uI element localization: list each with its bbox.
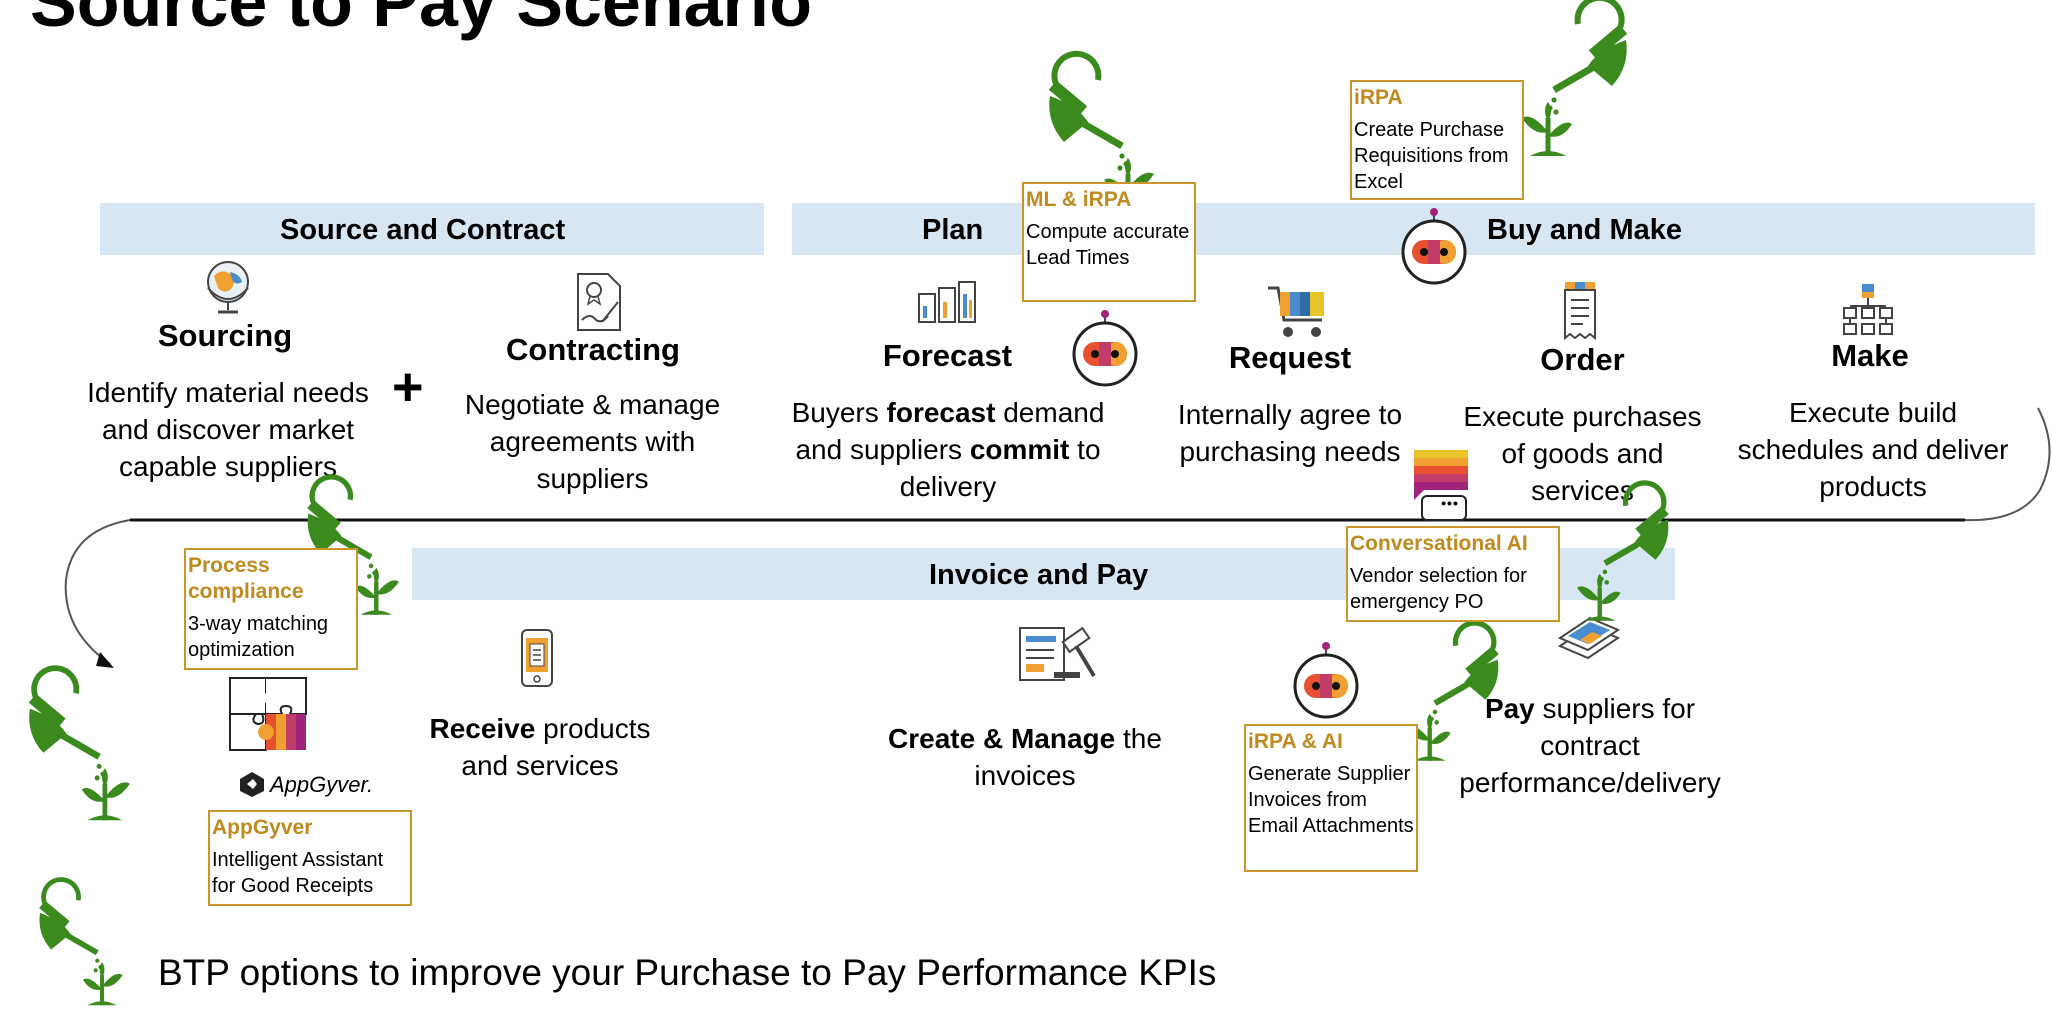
desc-request: Internally agree to purchasing needs bbox=[1177, 399, 1403, 467]
invoice-gavel-icon bbox=[1019, 626, 1096, 681]
desc-forecast-bold-1: forecast bbox=[886, 397, 996, 428]
desc-sourcing: Identify material needs and discover mar… bbox=[87, 377, 369, 482]
callout-irpa-excel-heading: iRPA bbox=[1354, 86, 1403, 109]
callout-appgyver: AppGyver Intelligent Assistant for Good … bbox=[208, 810, 412, 906]
contract-icon bbox=[577, 273, 621, 331]
watering-can-plant-icon bbox=[1570, 490, 1680, 626]
desc-forecast-1: Buyers bbox=[791, 397, 887, 428]
desc-pay-bold: Pay bbox=[1484, 693, 1535, 724]
desc-forecast-2: demand and suppliers bbox=[795, 397, 1105, 465]
band-plan-buy-make: Plan Buy and Make bbox=[792, 203, 2035, 255]
stage-make: Make bbox=[1831, 338, 1909, 373]
callout-ml-irpa: ML & iRPA Compute accurate Lead Times bbox=[1022, 182, 1196, 302]
callout-conversational-ai: Conversational AI Vendor selection for e… bbox=[1346, 526, 1560, 622]
puzzle-icon bbox=[229, 677, 307, 751]
callout-ml-irpa-heading: ML & iRPA bbox=[1026, 188, 1132, 211]
callout-appgyver-text: Intelligent Assistant for Good Receipts bbox=[212, 849, 384, 897]
callout-irpa-ai-text: Generate Supplier Invoices from Email At… bbox=[1248, 763, 1414, 837]
band-label-invoice-pay: Invoice and Pay bbox=[929, 559, 1149, 591]
globe-icon bbox=[207, 261, 249, 314]
desc-invoices-bold: Create & Manage bbox=[888, 723, 1116, 754]
desc-invoices: Create & Manage the invoices bbox=[860, 720, 1190, 794]
desc-pay: Pay suppliers for contract performance/d… bbox=[1440, 690, 1740, 801]
chat-bubble-dots: ••• bbox=[1441, 495, 1459, 511]
mobile-phone-icon bbox=[521, 629, 553, 687]
desc-make: Execute build schedules and deliver prod… bbox=[1737, 397, 2009, 502]
desc-order: Execute purchases of goods and services bbox=[1463, 401, 1702, 506]
page-title: Source to Pay Scenario bbox=[30, 0, 812, 41]
robot-icon bbox=[1401, 206, 1467, 285]
callout-process-compliance-text: 3-way matching optimization bbox=[188, 613, 329, 661]
appgyver-logo-icon bbox=[240, 772, 264, 797]
stage-sourcing: Sourcing bbox=[157, 318, 293, 353]
band-label-source-contract: Source and Contract bbox=[280, 214, 566, 246]
banknotes-icon bbox=[1557, 616, 1621, 660]
callout-process-compliance-heading: Process compliance bbox=[188, 554, 304, 603]
receipt-icon bbox=[1564, 282, 1596, 341]
desc-forecast-bold-2: commit bbox=[969, 434, 1070, 465]
desc-receive: Receive products and services bbox=[410, 710, 670, 784]
band-label-plan: Plan bbox=[922, 214, 984, 246]
desc-contracting: Negotiate & manage agreements with suppl… bbox=[464, 389, 721, 494]
stage-contracting: Contracting bbox=[506, 332, 680, 367]
appgyver-logo-text: AppGyver. bbox=[270, 772, 374, 797]
desc-forecast: Buyers forecast demand and suppliers com… bbox=[788, 394, 1108, 505]
forecast-icon bbox=[918, 281, 976, 323]
callout-conversational-ai-heading: Conversational AI bbox=[1350, 532, 1528, 555]
watering-can-plant-icon bbox=[1514, 6, 1640, 162]
stage-forecast: Forecast bbox=[882, 338, 1013, 373]
desc-pay-rest: suppliers for contract performance/deliv… bbox=[1459, 693, 1721, 798]
robot-icon bbox=[1072, 308, 1138, 387]
stage-request: Request bbox=[1228, 340, 1352, 375]
org-chart-icon bbox=[1843, 284, 1893, 335]
robot-icon bbox=[1293, 640, 1359, 719]
callout-irpa-ai-heading: iRPA & AI bbox=[1248, 730, 1343, 753]
callout-irpa-excel-text: Create Purchase Requisitions from Excel bbox=[1354, 119, 1509, 193]
desc-invoices-rest: the invoices bbox=[974, 723, 1162, 791]
band-source-contract: Source and Contract bbox=[100, 203, 764, 255]
callout-irpa-ai: iRPA & AI Generate Supplier Invoices fro… bbox=[1244, 724, 1418, 872]
band-label-buy-make: Buy and Make bbox=[1487, 214, 1682, 246]
cart-icon bbox=[1268, 286, 1324, 337]
footer-legend: BTP options to improve your Purchase to … bbox=[158, 952, 1217, 993]
desc-receive-bold: Receive bbox=[429, 713, 536, 744]
callout-process-compliance: Process compliance 3-way matching optimi… bbox=[184, 548, 358, 670]
callout-ml-irpa-text: Compute accurate Lead Times bbox=[1026, 221, 1190, 269]
plus-sign: + bbox=[392, 357, 424, 417]
callout-appgyver-heading: AppGyver bbox=[212, 816, 313, 839]
callout-irpa-excel: iRPA Create Purchase Requisitions from E… bbox=[1350, 80, 1524, 200]
callout-conversational-ai-text: Vendor selection for emergency PO bbox=[1350, 565, 1527, 613]
desc-forecast-3: to delivery bbox=[899, 434, 1101, 502]
desc-receive-rest: products and services bbox=[461, 713, 651, 781]
stage-order: Order bbox=[1540, 342, 1625, 377]
watering-can-plant-icon bbox=[8, 676, 146, 826]
chat-bubble-icon bbox=[1414, 450, 1468, 521]
watering-can-plant-icon bbox=[20, 886, 138, 1010]
